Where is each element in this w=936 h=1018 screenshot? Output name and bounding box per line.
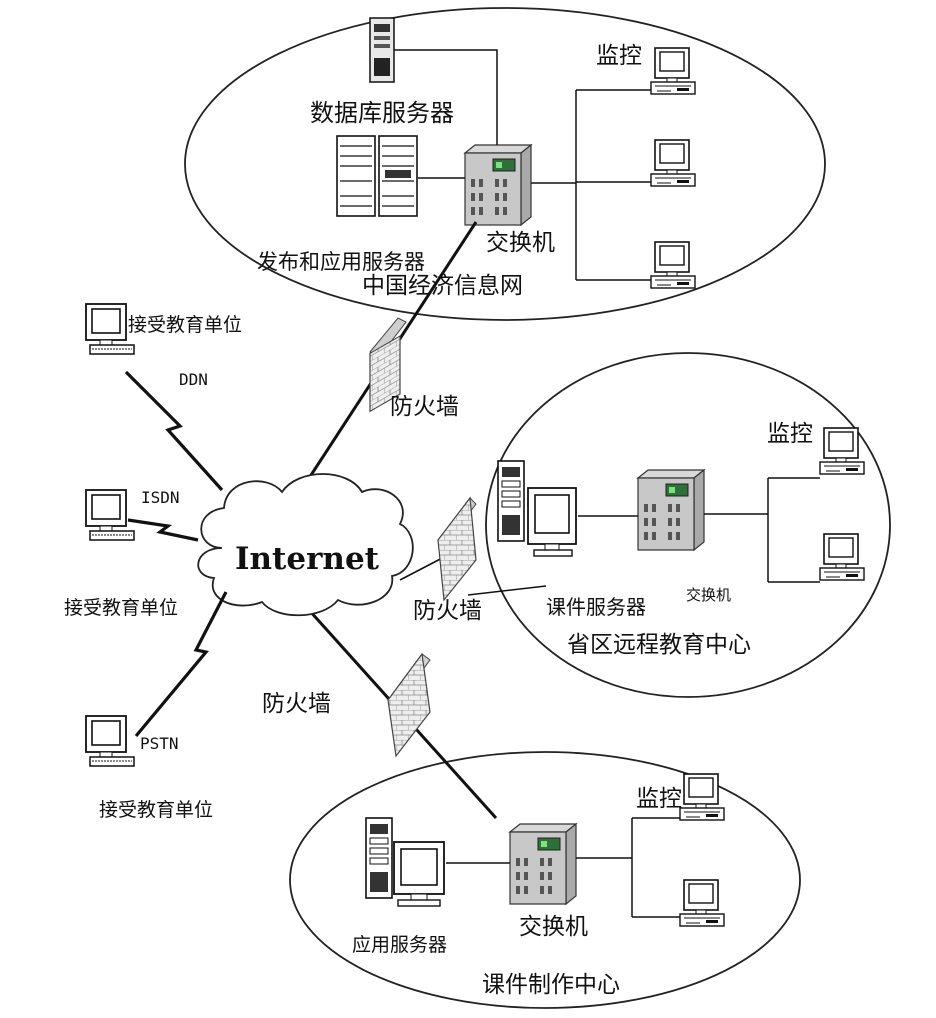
firewall-middle-icon [437,496,477,602]
provincial-network-boundary [485,352,891,698]
provincial-switch-label: 交换机 [686,586,731,604]
application-server-icon [336,135,418,217]
provincial-network-name: 省区远程教育中心 [567,632,751,658]
economic-network-boundary [184,7,826,321]
economic-monitor-label: 监控 [596,43,642,69]
pstn-link-label: PSTN [140,734,179,753]
internet-label: Internet [235,541,380,577]
bottom-app-server-label: 应用服务器 [352,934,447,956]
remote-site-ddn-pc [85,303,135,355]
ddn-link-label: DDN [179,370,208,389]
firewall-middle-label: 防火墙 [413,598,482,624]
economic-monitor-pc-2 [650,139,696,187]
isdn-link-label: ISDN [141,488,180,507]
provincial-network-links [578,477,820,583]
remote-site-isdn-label: 接受教育单位 [64,597,178,619]
economic-switch-icon [464,144,532,226]
pstn-link-bolt [134,591,228,738]
courseware-monitor-pc-2 [679,879,725,927]
courseware-network-links [446,817,680,918]
economic-network-links [394,49,655,281]
isdn-link-bolt [127,518,199,542]
courseware-monitor-pc-1 [679,773,725,821]
remote-site-ddn-label: 接受教育单位 [128,314,242,336]
firewall-top-icon [369,317,407,413]
courseware-server-label: 课件服务器 [546,595,646,619]
firewall-top-label: 防火墙 [390,394,459,420]
database-server-icon [369,17,395,83]
economic-network-name: 中国经济信息网 [362,273,523,299]
ddn-link-bolt [124,370,224,492]
economic-monitor-pc-1 [650,47,696,95]
remote-site-pstn-pc [85,715,135,767]
provincial-monitor-label: 监控 [767,421,813,447]
courseware-switch-icon [509,823,577,905]
courseware-server-monitor-icon [527,487,577,557]
courseware-monitor-label: 监控 [636,786,682,812]
internet-cloud-icon [197,473,414,617]
provincial-switch-icon [637,469,705,551]
firewall-bottom-icon [387,652,431,758]
courseware-network-boundary [289,751,801,1009]
remote-site-isdn-pc [85,489,135,541]
database-server-label: 数据库服务器 [310,99,454,127]
publish-app-server-label: 发布和应用服务器 [257,250,425,274]
remote-site-pstn-label: 接受教育单位 [99,799,213,821]
provincial-monitor-pc-1 [819,427,865,475]
economic-switch-label: 交换机 [486,230,555,256]
bottom-app-server-tower-icon [365,817,393,899]
provincial-monitor-pc-2 [819,533,865,581]
firewall-bottom-label: 防火墙 [262,691,331,717]
bottom-app-server-monitor-icon [393,841,445,907]
courseware-server-tower-icon [497,460,525,542]
economic-monitor-pc-3 [650,241,696,289]
courseware-switch-label: 交换机 [519,914,588,940]
courseware-network-name: 课件制作中心 [482,972,620,998]
